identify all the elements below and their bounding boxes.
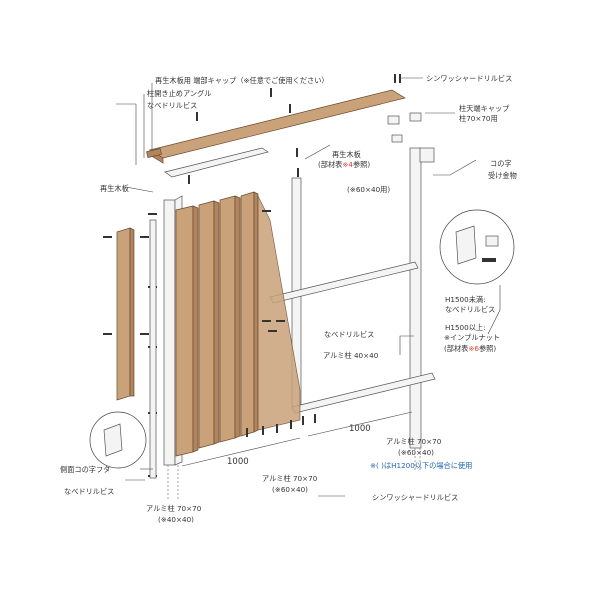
label-alu-mid-2: (※60×40) bbox=[272, 485, 308, 494]
label-alu-mid-1: アルミ柱 70×70 bbox=[262, 474, 318, 483]
label-board-left: 再生木板 bbox=[100, 184, 129, 193]
label-alu-left-2: (※40×40) bbox=[158, 515, 194, 524]
label-h-over-3: (部材表※6参照) bbox=[444, 344, 496, 353]
top-screws bbox=[188, 74, 401, 184]
label-channel-1: コの字 bbox=[490, 159, 512, 168]
post-cap-1 bbox=[387, 115, 400, 125]
plug-detail bbox=[485, 235, 499, 247]
front-left-post bbox=[163, 199, 176, 466]
left-board-side bbox=[129, 227, 135, 397]
right-post bbox=[409, 147, 422, 449]
label-channel-2: 受け金物 bbox=[488, 171, 517, 180]
label-side-cover: 側面コの字フタ bbox=[60, 465, 110, 474]
label-h-over-2: ※インプルナット bbox=[444, 333, 500, 342]
left-board bbox=[116, 227, 131, 401]
post-cap-3 bbox=[391, 134, 403, 143]
label-dim-left: 1000 bbox=[227, 457, 249, 467]
channel-detail-circle bbox=[439, 209, 515, 285]
label-alu-right-2: (※60×40) bbox=[398, 448, 434, 457]
bolt-detail bbox=[482, 258, 496, 262]
label-board-note: (※60×40用) bbox=[347, 185, 390, 194]
label-washer-bottom: シンワッシャードリルビス bbox=[372, 493, 458, 502]
label-note-h1200: ※( )はH1200以下の場合に使用 bbox=[370, 461, 472, 470]
label-alu-40: アルミ柱 40×40 bbox=[323, 351, 379, 360]
label-angle: 柱開き止めアングル bbox=[147, 89, 211, 98]
label-alu-right-1: アルミ柱 70×70 bbox=[386, 437, 442, 446]
end-cap bbox=[146, 147, 162, 159]
label-h-under-2: なべドリルビス bbox=[445, 305, 495, 314]
label-nabe-mid: なべドリルビス bbox=[324, 330, 374, 339]
label-dim-right: 1000 bbox=[349, 424, 371, 434]
vertical-boards bbox=[175, 191, 259, 457]
right-channel-bracket bbox=[419, 147, 435, 163]
post-angle-bracket bbox=[164, 147, 269, 178]
label-post-cap-2: 柱70×70用 bbox=[459, 114, 498, 123]
label-alu-left-1: アルミ柱 70×70 bbox=[146, 504, 202, 513]
label-board-ref: (部材表※4参照) bbox=[318, 160, 370, 169]
post-cap-2 bbox=[409, 112, 422, 122]
label-h-over-1: H1500以上: bbox=[445, 323, 486, 332]
leader-lines bbox=[116, 77, 501, 497]
label-post-cap-1: 柱天端キャップ bbox=[459, 104, 510, 113]
label-board: 再生木板 bbox=[332, 150, 361, 159]
label-h-under-1: H1500未満: bbox=[445, 295, 486, 304]
dim-line-left bbox=[181, 437, 301, 467]
dim-line-right bbox=[307, 411, 413, 437]
side-channel-strip bbox=[149, 219, 157, 479]
label-washer-top: シンワッシャードリルビス bbox=[426, 74, 512, 83]
board-cutaway bbox=[257, 195, 301, 431]
label-end-cap: 再生木板用 端部キャップ（※任意でご使用ください） bbox=[155, 76, 329, 85]
channel-bracket-detail bbox=[455, 225, 477, 265]
board-screws bbox=[246, 210, 316, 437]
label-nabe-bottom: なべドリルビス bbox=[64, 487, 114, 496]
label-nabe-top: なべドリルビス bbox=[147, 101, 197, 110]
side-cover-detail bbox=[103, 423, 123, 457]
